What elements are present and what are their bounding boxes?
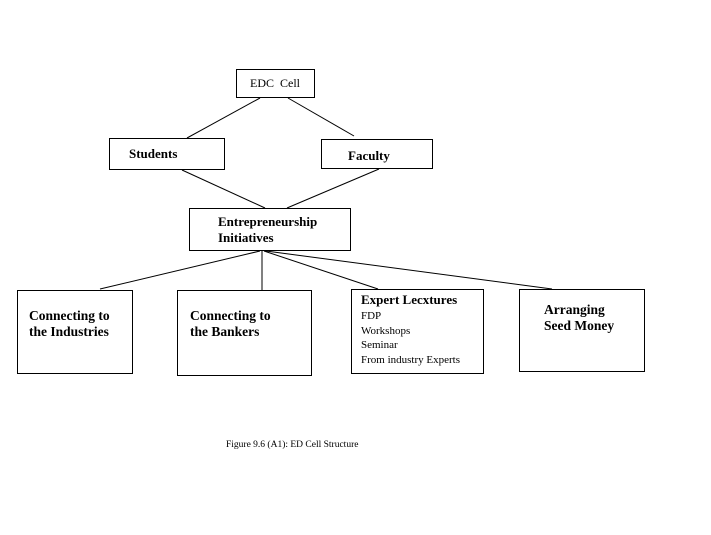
- connector-faculty-initiatives: [286, 168, 380, 209]
- node-initiatives-line2: Initiatives: [218, 230, 274, 245]
- node-lectures-title: Expert Lecxtures: [361, 292, 458, 307]
- node-initiatives-line1: Entrepreneurship: [218, 214, 318, 229]
- connector-root-students: [186, 97, 261, 139]
- node-lectures-item-seminar: Seminar: [361, 339, 398, 351]
- node-connecting-bankers: Connecting to the Bankers: [177, 290, 312, 376]
- node-lectures-item-experts: From industry Experts: [361, 353, 460, 366]
- node-expert-lectures: Expert Lecxtures FDP Workshops Seminar F…: [351, 289, 484, 374]
- connector-initiatives-lectures: [263, 250, 379, 290]
- connector-students-initiatives: [181, 169, 266, 209]
- connector-initiatives-industries: [99, 250, 261, 290]
- node-faculty-label: Faculty: [348, 148, 390, 163]
- node-bankers-line2: the Bankers: [190, 324, 260, 339]
- connector-root-faculty: [287, 97, 355, 137]
- node-faculty: Faculty: [321, 139, 433, 169]
- node-seed-money-line2: Seed Money: [544, 318, 615, 333]
- connector-initiatives-seedmoney: [265, 250, 553, 290]
- node-students-label: Students: [129, 146, 178, 161]
- node-lectures-item-fdp: FDP: [361, 310, 382, 322]
- node-industries-line2: the Industries: [29, 324, 109, 339]
- node-edc-cell: EDC Cell: [236, 69, 315, 98]
- node-industries-line1: Connecting to: [29, 308, 110, 323]
- node-connecting-industries: Connecting to the Industries: [17, 290, 133, 374]
- node-bankers-line1: Connecting to: [190, 308, 271, 323]
- node-seed-money-line1: Arranging: [544, 302, 605, 317]
- node-seed-money: Arranging Seed Money: [519, 289, 645, 372]
- node-lectures-item-workshops: Workshops: [361, 324, 411, 337]
- node-edc-cell-label: EDC Cell: [250, 76, 300, 90]
- node-students: Students: [109, 138, 225, 170]
- node-entrepreneurship-initiatives: Entrepreneurship Initiatives: [189, 208, 351, 251]
- figure-caption: Figure 9.6 (A1): ED Cell Structure: [226, 440, 359, 450]
